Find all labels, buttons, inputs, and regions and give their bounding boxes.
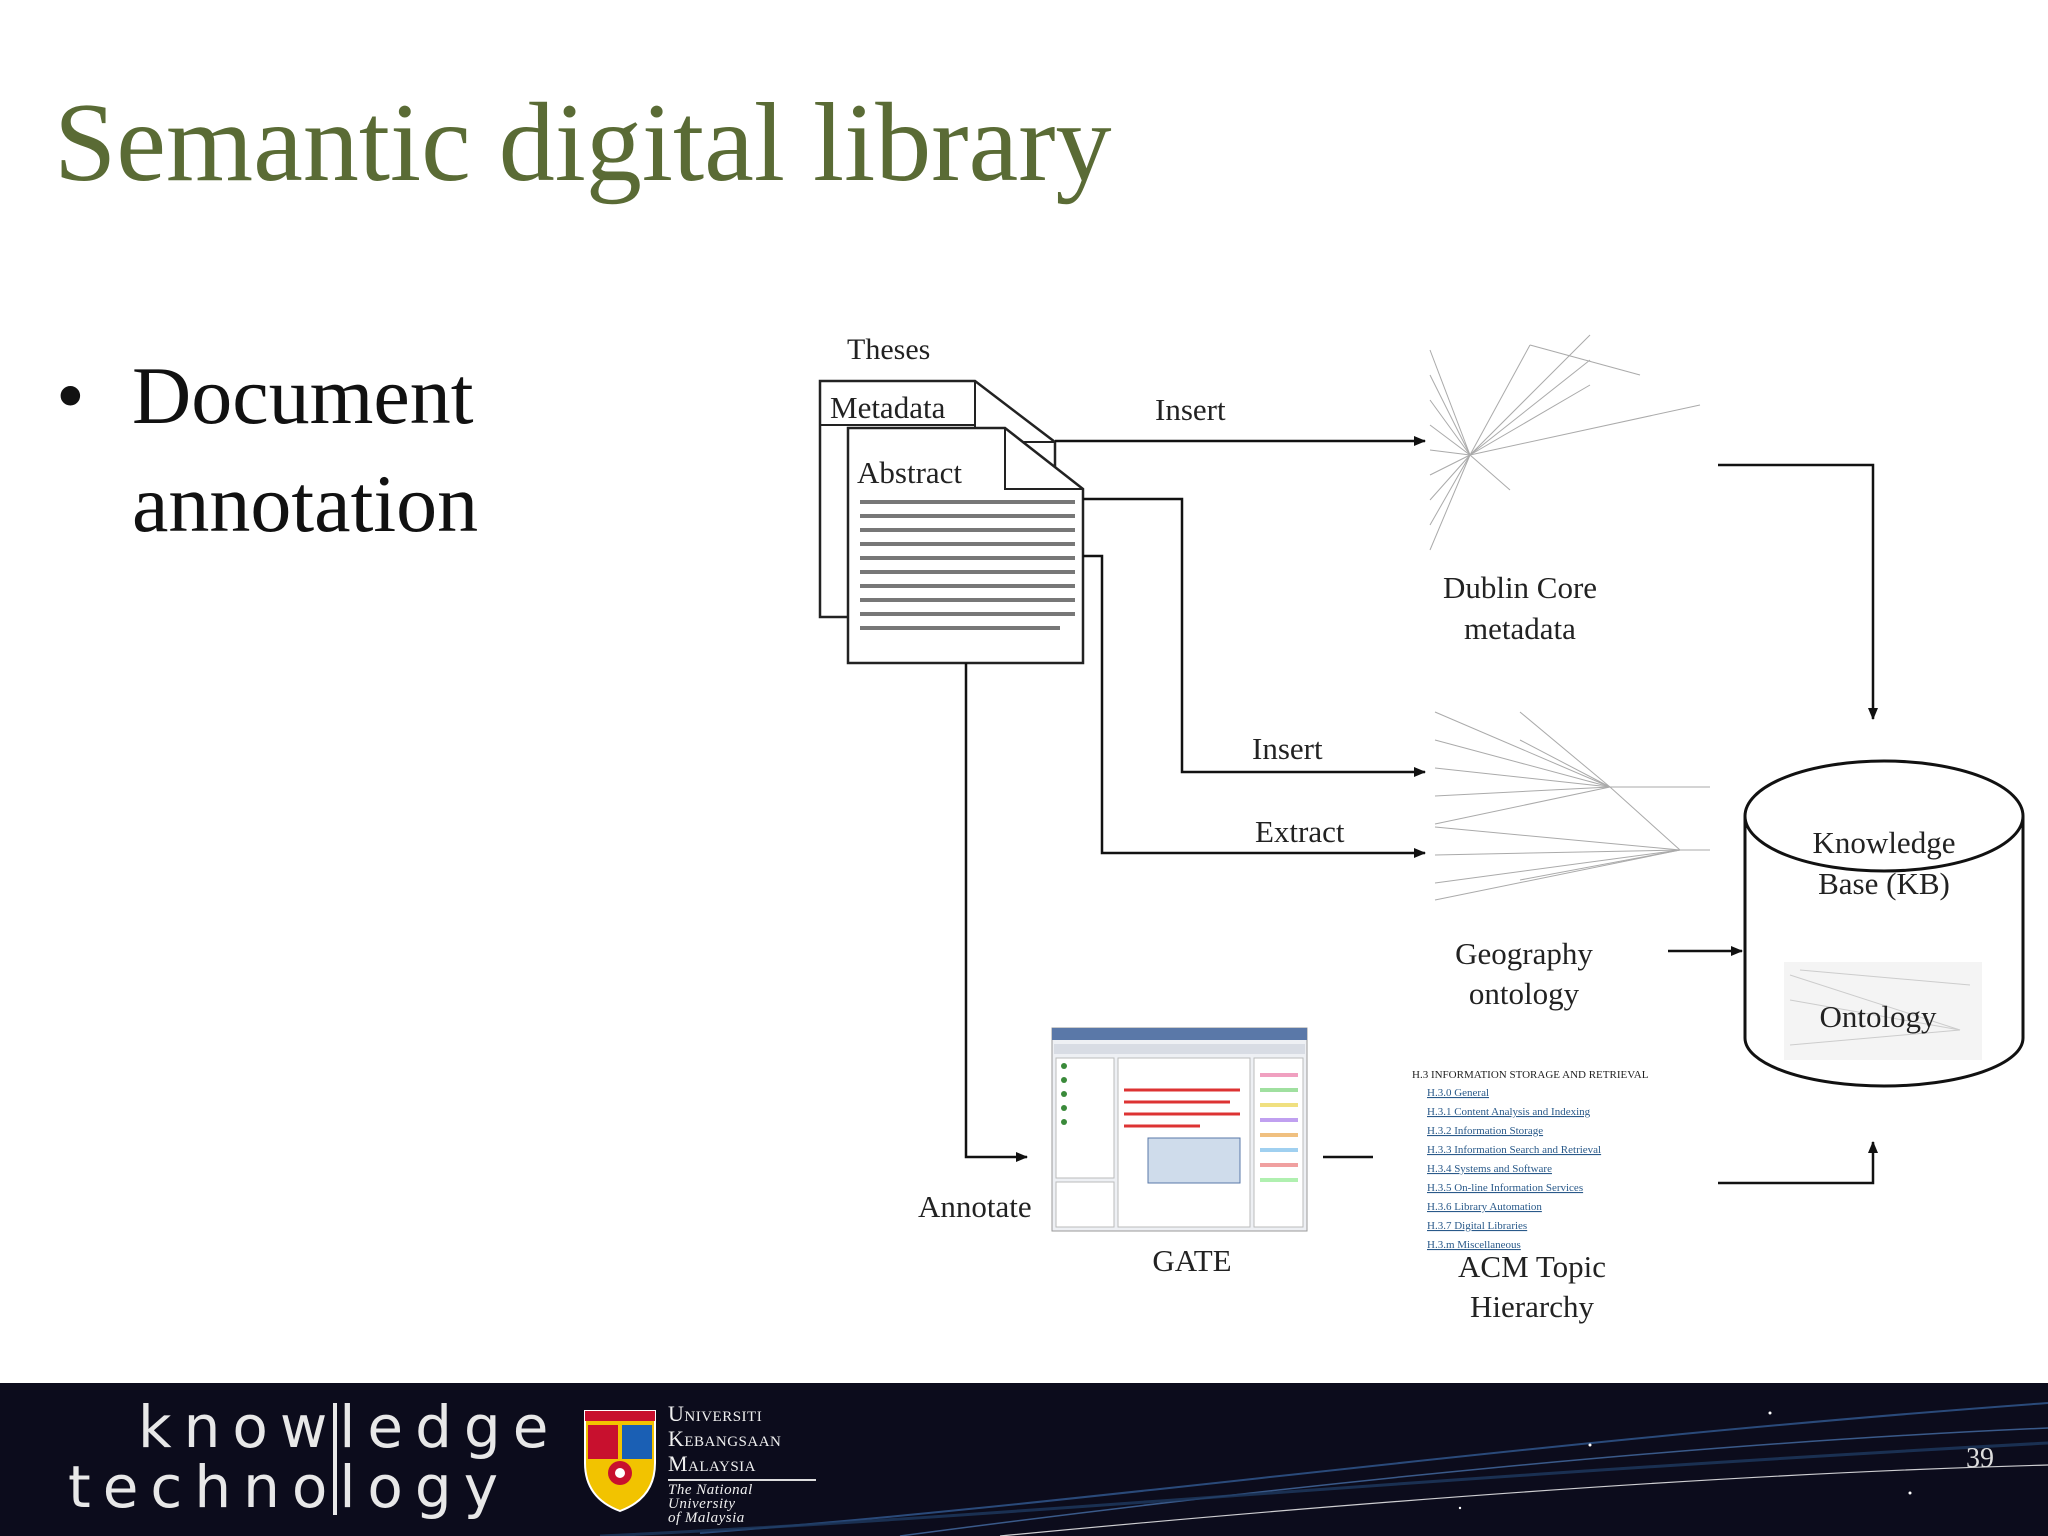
- kt-logo-divider: [333, 1403, 337, 1515]
- insert-geography-arrow: [1083, 497, 1426, 777]
- ukm-tagline-2: of Malaysia: [668, 1510, 745, 1526]
- acm-item: H.3.5 On-line Information Services: [1427, 1182, 1583, 1194]
- kt-logo-line-2: technology: [68, 1453, 511, 1521]
- acm-item: H.3.4 Systems and Software: [1427, 1163, 1552, 1175]
- bullet-dot: •: [56, 350, 85, 441]
- ukm-tagline-1: The National University: [668, 1482, 753, 1512]
- kb-label-2: Base (KB): [1818, 866, 1950, 901]
- acm-item: H.3.0 General: [1427, 1087, 1489, 1099]
- slide-title: Semantic digital library: [54, 81, 1112, 205]
- ontology-label: Ontology: [1819, 999, 1937, 1034]
- knowledge-base-cylinder: [1743, 759, 2025, 1088]
- acm-item: H.3.3 Information Search and Retrieval: [1427, 1144, 1601, 1156]
- metadata-label: Metadata: [830, 390, 946, 425]
- insert-top-label: Insert: [1155, 392, 1226, 427]
- bullet-text: Document annotation: [132, 342, 478, 558]
- acm-item: H.3.1 Content Analysis and Indexing: [1427, 1106, 1591, 1118]
- kb-label-1: Knowledge: [1813, 825, 1956, 860]
- ukm-line-2: Kebangsaan: [668, 1426, 782, 1451]
- annotate-label: Annotate: [918, 1189, 1032, 1224]
- acm-label-2: Hierarchy: [1470, 1289, 1594, 1324]
- acm-item: H.3.6 Library Automation: [1427, 1201, 1542, 1213]
- page-number: 39: [1966, 1443, 1994, 1474]
- annotation-diagram: Theses Metadata Abstract Insert Insert E…: [818, 333, 2025, 1324]
- acm-header: H.3 INFORMATION STORAGE AND RETRIEVAL: [1412, 1069, 1649, 1081]
- ukm-tagline: The National University of Malaysia: [668, 1479, 816, 1526]
- geography-graph: [1434, 711, 1710, 901]
- acm-item: H.3.2 Information Storage: [1427, 1125, 1543, 1137]
- abstract-label: Abstract: [857, 455, 962, 490]
- dublin-to-kb-arrow: [1718, 463, 1878, 720]
- ukm-crest-icon: [584, 1410, 656, 1513]
- bullet-line-1: Document: [132, 350, 474, 441]
- ukm-line-1: Universiti: [668, 1401, 763, 1426]
- abstract-text-lines: [860, 500, 1075, 630]
- connectors: [964, 436, 1878, 1185]
- kt-logo-line-1: knowledge: [138, 1393, 561, 1461]
- gate-label: GATE: [1152, 1243, 1231, 1278]
- acm-item: H.3.7 Digital Libraries: [1427, 1220, 1527, 1232]
- geography-label-1: Geography: [1455, 936, 1593, 971]
- acm-label-1: ACM Topic: [1458, 1249, 1606, 1284]
- insert-mid-label: Insert: [1252, 731, 1323, 766]
- dublin-core-label-1: Dublin Core: [1443, 570, 1597, 605]
- extract-label: Extract: [1255, 814, 1345, 849]
- ukm-wordmark: Universiti Kebangsaan Malaysia The Natio…: [668, 1401, 816, 1526]
- acm-item: H.3.m Miscellaneous: [1427, 1239, 1521, 1251]
- gate-screenshot: [1051, 1027, 1308, 1232]
- bullet-line-2: annotation: [132, 458, 479, 549]
- annotate-arrow: [964, 663, 1028, 1162]
- geography-label-2: ontology: [1469, 976, 1580, 1011]
- extract-arrow: [1083, 554, 1426, 858]
- footer-bar: knowledge technology Universiti Kebangsa…: [0, 1383, 2048, 1536]
- dublin-core-label-2: metadata: [1464, 611, 1576, 646]
- ukm-line-3: Malaysia: [668, 1451, 757, 1476]
- dublin-core-graph: [1429, 334, 1701, 551]
- theses-label: Theses: [847, 333, 930, 366]
- footer-swoosh: [599, 1402, 2048, 1536]
- acm-to-kb-arrow: [1718, 1141, 1878, 1185]
